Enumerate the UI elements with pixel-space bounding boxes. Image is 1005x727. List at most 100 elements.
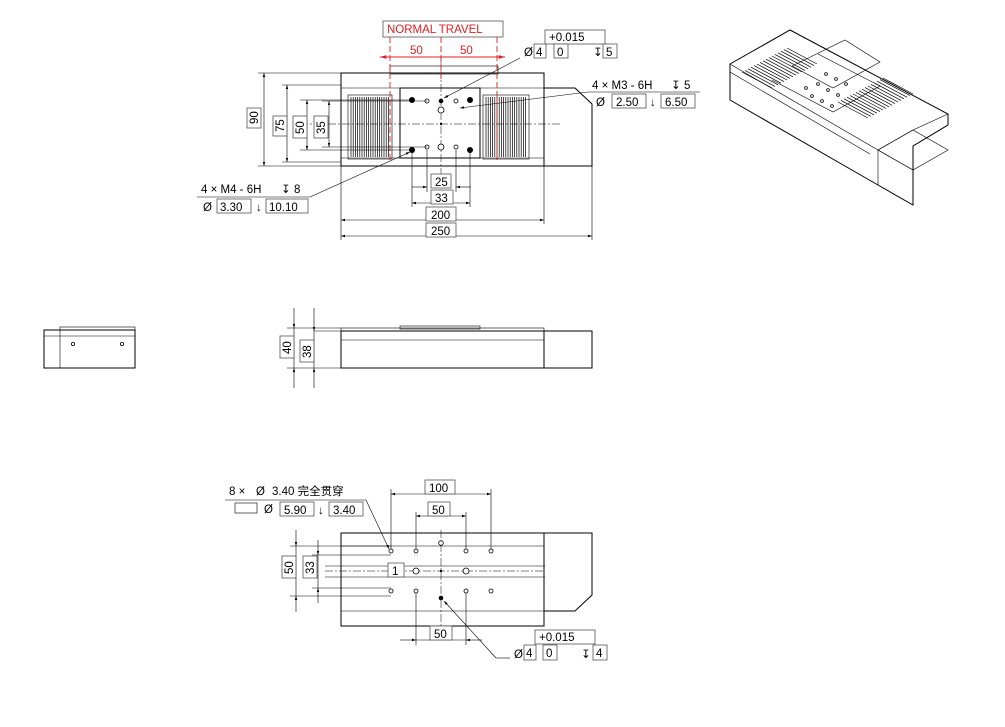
- svg-text:4: 4: [536, 47, 543, 59]
- svg-text:75: 75: [275, 119, 287, 132]
- end-view: [43, 326, 136, 369]
- bellows-rib: [876, 80, 908, 98]
- svg-text:Ø: Ø: [203, 202, 212, 214]
- bellows-rib: [786, 47, 818, 65]
- svg-text:35: 35: [316, 121, 328, 134]
- pin-hole-bottom: [438, 595, 444, 601]
- svg-text:Ø: Ø: [514, 649, 523, 661]
- carriage-plate: [399, 87, 481, 159]
- horizontal-dimensions: 25 33 200 250: [340, 150, 593, 240]
- m3-hole: [453, 144, 459, 150]
- bellows-rib: [855, 92, 887, 109]
- right-bellows: [482, 94, 530, 160]
- carriage-hole: [834, 77, 838, 81]
- bellows-rib: [837, 101, 869, 119]
- bottom-dim-33-left: 33: [305, 561, 317, 574]
- bellows-rib: [882, 77, 914, 95]
- svg-text:Ø: Ø: [524, 47, 533, 59]
- bottom-view: 1 8 × Ø 3.40 完全贯穿 Ø 5.90 ↓ 3.40 100 50: [225, 479, 608, 661]
- bellows-rib: [861, 88, 893, 106]
- svg-text:4: 4: [596, 648, 603, 660]
- bellows-rib: [840, 100, 872, 117]
- svg-text:↧: ↧: [593, 47, 603, 59]
- top-view: NORMAL TRAVEL 50 50 +0.015 Ø 4 0 ↧ 5 4 ×…: [197, 20, 700, 240]
- motor-block: [543, 87, 593, 167]
- svg-text:↧: ↧: [581, 649, 591, 661]
- bellows-rib: [870, 84, 902, 101]
- svg-text:3.40: 3.40: [333, 505, 355, 517]
- svg-text:90: 90: [249, 111, 261, 124]
- svg-text:↓: ↓: [256, 202, 262, 214]
- carriage-hole: [830, 104, 834, 108]
- through-hole: [413, 548, 419, 554]
- m3-hole: [453, 98, 459, 104]
- bellows-rib: [873, 82, 905, 100]
- bellows-rib: [765, 58, 797, 76]
- svg-text:+0.015: +0.015: [539, 632, 575, 644]
- vertical-dimensions: 90 75 50 35: [246, 72, 427, 167]
- side-view: 40 38: [279, 308, 593, 388]
- datum-label: 1: [392, 566, 398, 578]
- bellows-rib: [774, 54, 806, 71]
- svg-text:3.30: 3.30: [220, 202, 242, 214]
- svg-text:5: 5: [684, 80, 690, 92]
- carriage-hole: [810, 94, 814, 98]
- svg-text:5: 5: [606, 47, 612, 59]
- travel-right-value: 50: [460, 45, 473, 57]
- svg-text:8 ×: 8 ×: [229, 486, 245, 498]
- svg-text:4 × M4 - 6H: 4 × M4 - 6H: [201, 184, 261, 196]
- bellows-rib: [768, 57, 800, 74]
- svg-text:0: 0: [546, 648, 552, 660]
- pin-tolerance-callout-top: +0.015 Ø 4 0 ↧ 5: [443, 29, 618, 99]
- svg-text:8: 8: [294, 184, 300, 196]
- bellows-rib: [744, 70, 776, 87]
- height-38: 38: [302, 345, 314, 358]
- svg-text:3.40 完全贯穿: 3.40 完全贯穿: [272, 484, 344, 498]
- svg-text:4 × M3 - 6H: 4 × M3 - 6H: [592, 80, 652, 92]
- bellows-rib: [771, 55, 803, 73]
- bellows-rib: [759, 62, 791, 79]
- bellows-rib: [783, 49, 815, 66]
- bellows-rib: [864, 87, 896, 104]
- through-hole-callout: 8 × Ø 3.40 完全贯穿 Ø 5.90 ↓ 3.40: [225, 484, 390, 550]
- bellows-rib: [750, 66, 782, 84]
- through-hole: [413, 588, 419, 594]
- svg-text:33: 33: [435, 193, 448, 205]
- bellows-rib: [849, 95, 881, 112]
- svg-text:25: 25: [435, 177, 448, 189]
- svg-text:250: 250: [431, 226, 450, 238]
- through-hole: [488, 548, 494, 554]
- bellows-rib: [756, 63, 788, 81]
- svg-text:Ø: Ø: [256, 486, 265, 498]
- svg-text:10.10: 10.10: [269, 202, 298, 214]
- bellows-rib: [747, 68, 779, 86]
- bottom-dim-50-top: 50: [432, 505, 445, 517]
- svg-text:6.50: 6.50: [665, 97, 687, 109]
- left-bellows: [347, 94, 393, 160]
- bellows-rib: [780, 50, 812, 68]
- svg-text:200: 200: [431, 210, 450, 222]
- bellows-rib: [852, 93, 884, 111]
- bellows-rib: [846, 96, 878, 114]
- m4-hole: [467, 97, 473, 103]
- pin-hole: [438, 98, 444, 104]
- carriage-hole: [836, 93, 840, 97]
- bellows-rib: [843, 98, 875, 116]
- through-hole: [463, 548, 469, 554]
- bellows-rib: [753, 65, 785, 82]
- svg-text:↧: ↧: [671, 80, 681, 92]
- svg-text:5.90: 5.90: [284, 505, 306, 517]
- bottom-dim-50-left: 50: [284, 561, 296, 574]
- svg-text:↓: ↓: [650, 97, 656, 109]
- height-40: 40: [282, 341, 294, 354]
- bellows-rib: [858, 90, 890, 108]
- svg-text:↓: ↓: [318, 505, 324, 517]
- bellows-rib: [777, 52, 809, 70]
- bottom-dim-100: 100: [429, 483, 448, 495]
- pin-tolerance-callout-bottom: +0.015 Ø 4 0 ↧ 4: [443, 600, 608, 661]
- bellows-rib: [879, 79, 911, 96]
- bellows-rib: [762, 60, 794, 78]
- travel-left-value: 50: [410, 45, 423, 57]
- carriage-hole: [824, 72, 828, 76]
